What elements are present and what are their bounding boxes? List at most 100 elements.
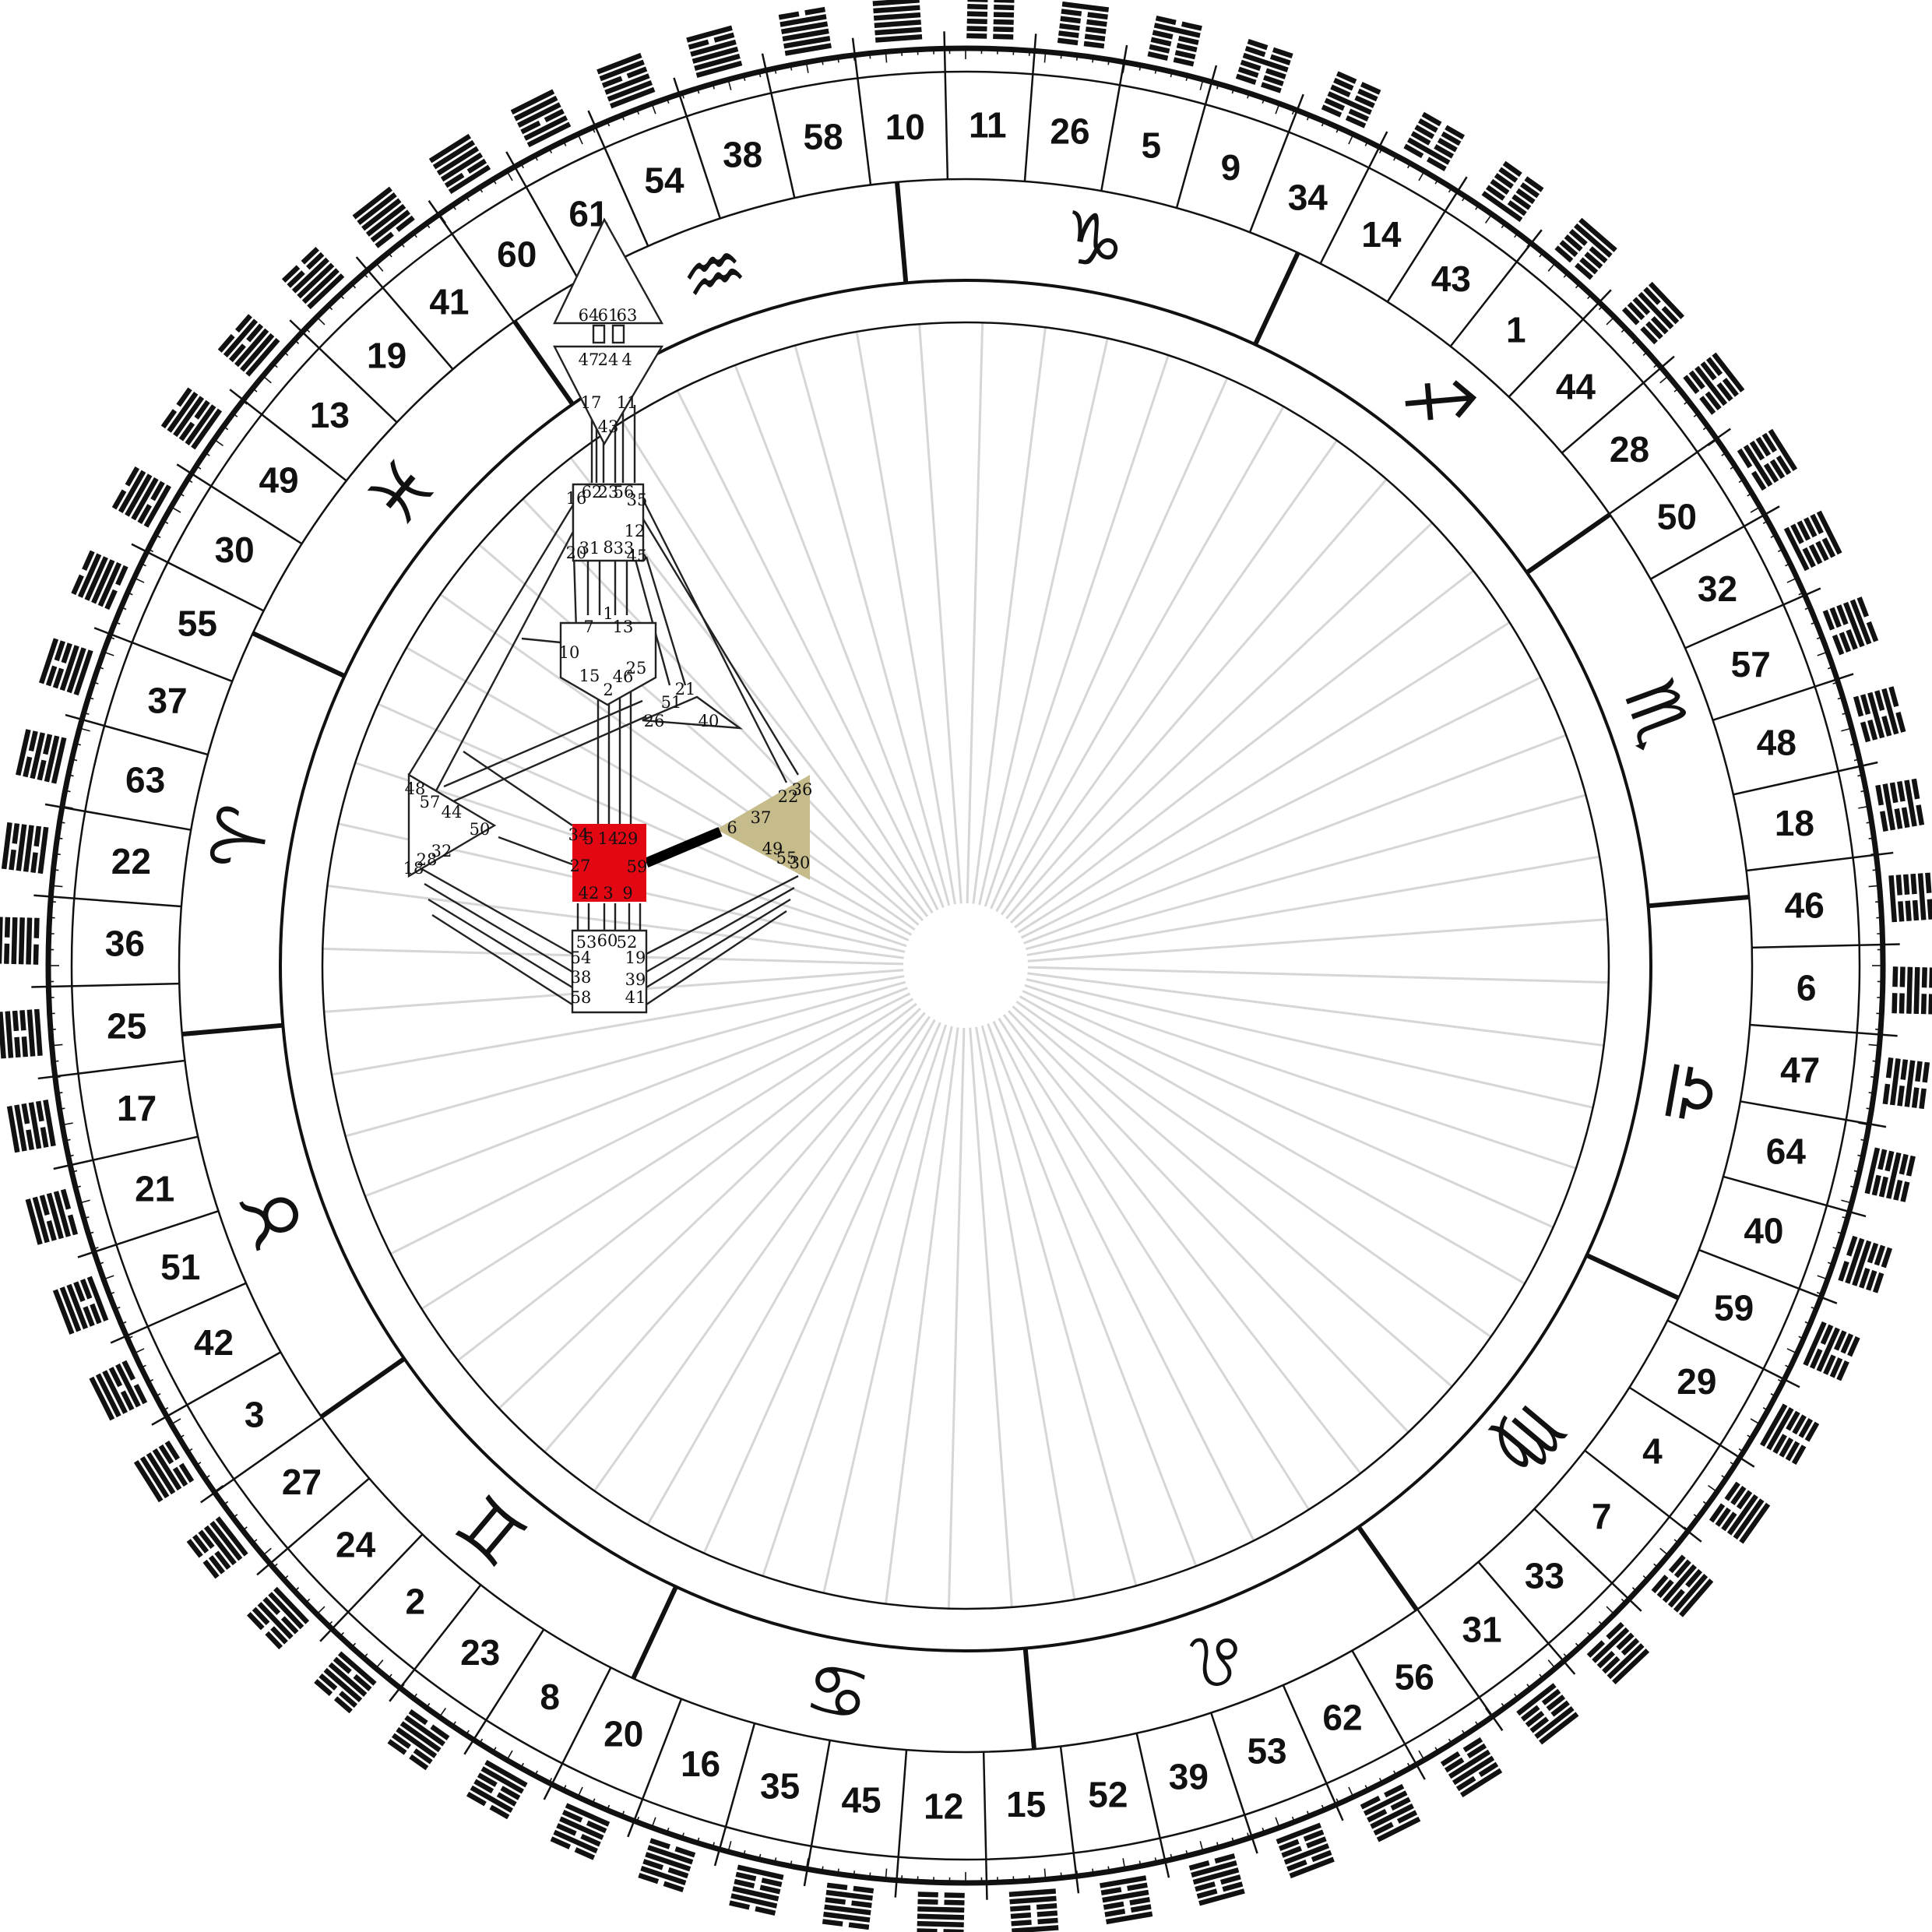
degree-tick (1778, 548, 1783, 553)
degree-tick (148, 1378, 153, 1383)
bodygraph-gate-label: 27 (570, 857, 591, 875)
bodygraph-gate-label: 57 (420, 793, 441, 811)
degree-tick (121, 1321, 127, 1325)
degree-tick (114, 1306, 121, 1311)
degree-tick (1785, 562, 1791, 567)
gate-spoke (345, 980, 906, 1138)
gate-spoke (1025, 794, 1586, 951)
degree-tick (262, 1547, 272, 1556)
zodiac-divider (319, 1357, 406, 1419)
degree-tick (727, 79, 732, 90)
hexagram (1853, 686, 1906, 743)
channel-line (407, 501, 576, 776)
hexagram (1360, 1783, 1421, 1842)
hexagram (428, 133, 491, 195)
gate-label: 36 (105, 924, 145, 964)
root-center (571, 929, 648, 1014)
degree-tick (1231, 1837, 1235, 1843)
hexagram (1516, 1683, 1579, 1745)
hexagram (111, 466, 171, 528)
degree-tick (1501, 223, 1506, 229)
gate-divider (256, 1477, 370, 1576)
degree-tick (51, 885, 63, 888)
zodiac-ring-inner (279, 279, 1652, 1652)
gate-spoke (734, 364, 945, 908)
bodygraph-gate-label: 64 (579, 306, 600, 325)
gate-spoke (1026, 855, 1600, 956)
bodygraph-gate-label: 24 (598, 350, 619, 369)
gate-divider (627, 1698, 683, 1838)
degree-tick (55, 853, 61, 856)
degree-tick (1659, 375, 1669, 384)
degree-tick (1659, 1547, 1669, 1556)
bodygraph-gate-label: 63 (617, 306, 638, 325)
hexagram (550, 1803, 611, 1860)
degree-tick (1816, 1291, 1823, 1295)
degree-tick (400, 242, 405, 248)
bodygraph-gate-label: 58 (571, 988, 592, 1007)
degree-tick (758, 72, 762, 78)
degree-tick (103, 1275, 114, 1280)
bodygraph-gate-label: 21 (675, 680, 696, 699)
degree-tick (305, 328, 311, 333)
gate-divider (1386, 176, 1468, 303)
degree-tick (127, 1336, 133, 1339)
gate-spoke (1012, 1005, 1453, 1388)
gate-label: 31 (1462, 1610, 1501, 1650)
gate-label: 56 (1395, 1656, 1434, 1697)
gate-divider (463, 1628, 545, 1755)
gate-spoke (918, 324, 962, 904)
degree-tick (1750, 1418, 1761, 1425)
zodiac-divider (181, 1022, 283, 1037)
gate-spoke (995, 406, 1285, 913)
gate-divider (355, 256, 454, 370)
gate-spoke (978, 338, 1109, 906)
gate-label: 50 (1657, 497, 1697, 537)
gate-label: 12 (924, 1786, 963, 1827)
degree-tick (232, 413, 238, 417)
hexagram (872, 0, 923, 43)
gate-label: 14 (1361, 214, 1402, 255)
degree-tick (425, 223, 431, 229)
gate-label: 29 (1677, 1361, 1716, 1402)
degree-tick (108, 636, 115, 640)
degree-tick (621, 1811, 625, 1817)
hexagram (160, 387, 223, 450)
hexagram (466, 1760, 528, 1820)
hexagram (0, 917, 40, 965)
gate-label: 20 (604, 1714, 643, 1754)
gate-spoke (992, 1020, 1255, 1542)
degree-tick (1606, 316, 1615, 326)
degree-tick (805, 1858, 809, 1870)
gate-divider (1584, 1449, 1702, 1543)
degree-tick (62, 1122, 73, 1126)
degree-tick (134, 1348, 145, 1354)
gate-spoke (593, 1015, 931, 1492)
scorpio-icon: ♏ (1607, 670, 1708, 758)
degree-tick (606, 1804, 611, 1811)
channel-line (420, 867, 573, 955)
gate-divider (982, 1751, 988, 1900)
degree-tick (534, 1770, 538, 1776)
bodygraph-gate-label: 12 (625, 522, 646, 540)
degree-tick (1870, 1075, 1877, 1079)
degree-tick (520, 1762, 524, 1768)
degree-tick (375, 262, 384, 272)
degree-tick (681, 93, 684, 99)
degree-tick (1857, 1154, 1863, 1157)
degree-tick (213, 1484, 223, 1493)
degree-tick (805, 62, 809, 73)
bodygraph-gate-label: 40 (699, 712, 720, 730)
bodygraph-gate-label: 59 (627, 857, 648, 876)
degree-tick (1462, 1730, 1466, 1736)
degree-tick (758, 1853, 762, 1860)
degree-tick (305, 1598, 311, 1603)
degree-tick (1199, 79, 1204, 90)
gate-divider (851, 37, 872, 185)
degree-tick (51, 1043, 63, 1047)
hexagram (510, 89, 572, 148)
degree-tick (1075, 55, 1079, 61)
bodygraph-gate-label: 43 (598, 417, 619, 436)
degree-tick (727, 1841, 732, 1853)
